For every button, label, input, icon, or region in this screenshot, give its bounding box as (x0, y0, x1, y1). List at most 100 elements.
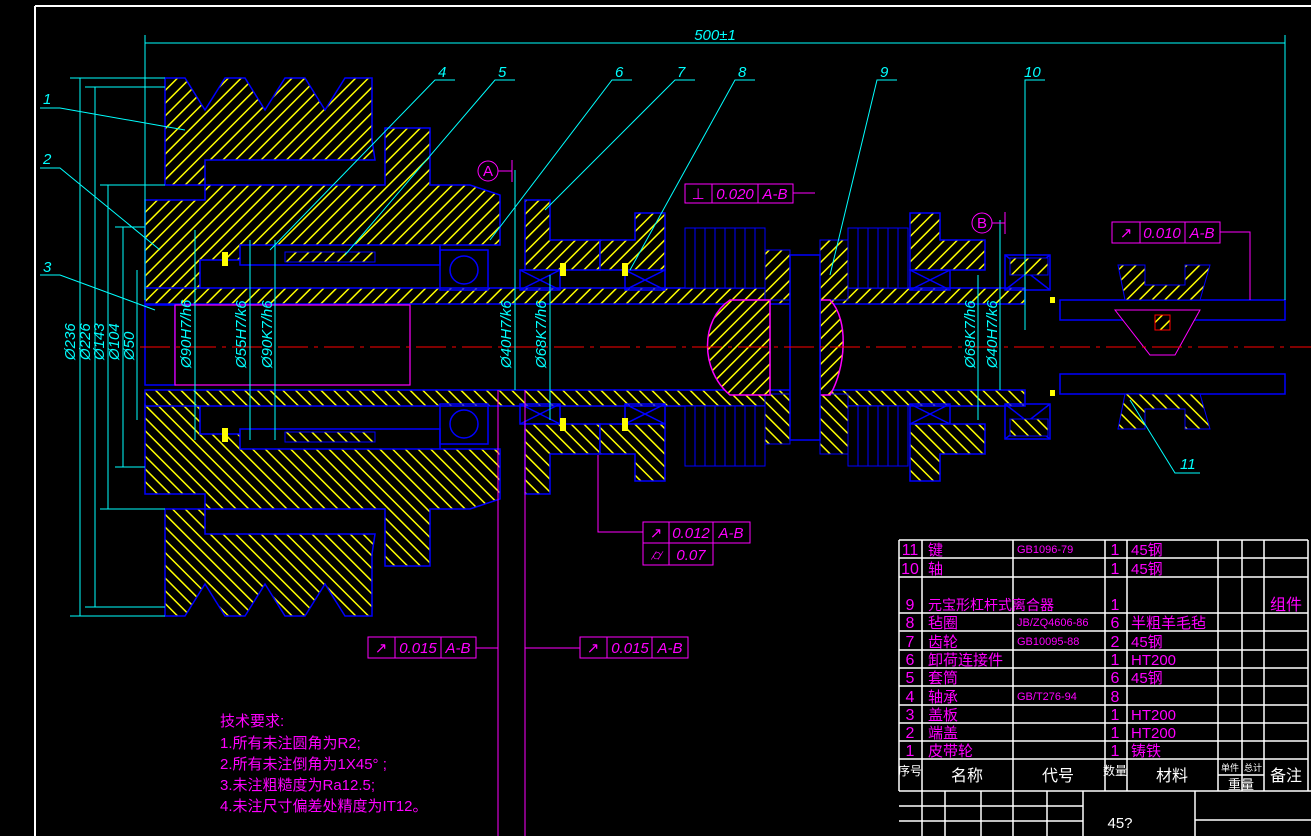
datum-a: A (483, 163, 493, 180)
fit-label: Ø68K7/h6 (533, 300, 550, 369)
assembly-section (140, 77, 1311, 617)
notes-title: 技术要求: (220, 713, 284, 730)
diameter-labels: Ø236 Ø226 Ø143 Ø104 Ø50 Ø90H7/h6 Ø55H7/k… (62, 299, 1001, 369)
tolerance-symbol: ↗ (650, 525, 663, 542)
part-material: HT200 (1131, 652, 1176, 669)
row-number: 6 (906, 652, 915, 669)
technical-requirements: 技术要求: 1.所有未注圆角为R2; 2.所有未注倒角为1X45° ; 3.未注… (220, 713, 428, 815)
part-name: 齿轮 (928, 634, 958, 651)
tolerance-value: 0.015 (611, 640, 649, 657)
tolerance-texts: ⊥ 0.020 A-B ↗ 0.010 A-B ↗ 0.012 A-B ⌭ 0.… (375, 186, 1215, 657)
datum-markers: A B (477, 160, 1006, 234)
part-name: 皮带轮 (928, 743, 973, 760)
part-code: GB10095-88 (1017, 636, 1079, 648)
row-number: 2 (906, 725, 915, 742)
header-total-weight: 总计 (1244, 762, 1262, 773)
part-quantity: 6 (1111, 615, 1120, 632)
tolerance-symbol: ↗ (1120, 225, 1133, 242)
row-number: 3 (906, 707, 915, 724)
fit-label: Ø90K7/h6 (259, 300, 276, 369)
balloon-7: 7 (677, 64, 686, 81)
tolerance-datum: A-B (656, 640, 682, 657)
tolerance-datum: A-B (761, 186, 787, 203)
balloon-2: 2 (42, 151, 52, 168)
title-block-material: 45? (1107, 815, 1132, 832)
tolerance-datum: A-B (717, 525, 743, 542)
balloon-6: 6 (615, 64, 624, 81)
part-quantity: 1 (1111, 725, 1120, 742)
part-quantity: 1 (1111, 743, 1120, 760)
balloon-8: 8 (738, 64, 747, 81)
row-number: 8 (906, 615, 915, 632)
dim-d143: Ø143 (91, 323, 108, 361)
tolerance-symbol: ↗ (587, 640, 600, 657)
datum-b: B (977, 215, 987, 232)
part-material: 45钢 (1131, 542, 1163, 559)
balloon-5: 5 (498, 64, 507, 81)
fit-label: Ø40H7/k6 (984, 300, 1001, 369)
balloon-9: 9 (880, 64, 889, 81)
part-balloons (40, 79, 1200, 474)
row-number: 11 (902, 542, 919, 559)
fit-label: Ø90H7/h6 (178, 299, 195, 369)
row-number: 5 (906, 670, 915, 687)
note-item: 1.所有未注圆角为R2; (220, 735, 361, 752)
fit-label: Ø68K7/h6 (962, 300, 979, 369)
part-name: 盖板 (928, 706, 958, 724)
part-name: 轴承 (928, 689, 958, 706)
part-name: 轴 (928, 561, 943, 578)
balloon-labels: 1 2 3 4 5 6 7 8 9 10 11 (42, 64, 1196, 473)
dim-d236: Ø236 (62, 323, 79, 361)
balloon-11: 11 (1180, 456, 1196, 473)
part-quantity: 1 (1111, 652, 1120, 669)
tolerance-symbol: ↗ (375, 640, 388, 657)
tolerance-symbol: ⌭ (651, 547, 664, 564)
part-material: 45钢 (1131, 634, 1163, 651)
diameter-dimensions (70, 77, 1001, 617)
row-number: 10 (901, 561, 919, 578)
part-remark: 组件 (1270, 596, 1302, 614)
part-material: 半粗羊毛毡 (1131, 615, 1206, 632)
row-number: 7 (906, 634, 915, 651)
header-no: 序号 (898, 763, 922, 778)
overall-length-dimension: 500±1 (144, 27, 1286, 300)
part-code: JB/ZQ4606-86 (1017, 617, 1089, 629)
part-material: 45钢 (1131, 670, 1163, 687)
part-code: GB1096-79 (1017, 544, 1073, 556)
dim-d50: Ø50 (121, 331, 138, 361)
tolerance-symbol: ⊥ (691, 186, 704, 203)
part-quantity: 8 (1111, 689, 1120, 706)
header-weight: 重量 (1228, 777, 1254, 792)
row-number: 4 (906, 689, 915, 706)
header-material: 材料 (1156, 767, 1188, 785)
note-item: 3.未注粗糙度为Ra12.5; (220, 777, 375, 794)
header-unit-weight: 单件 (1221, 762, 1239, 773)
part-name: 元宝形杠杆式离合器 (928, 597, 1054, 613)
drawing-frame (34, 5, 1311, 836)
part-quantity: 1 (1111, 707, 1120, 724)
part-quantity: 2 (1111, 634, 1120, 651)
part-name: 毡圈 (928, 615, 958, 632)
header-remark: 备注 (1270, 767, 1302, 785)
row-number: 9 (906, 597, 915, 614)
tolerance-value: 0.010 (1143, 225, 1181, 242)
part-quantity: 1 (1111, 542, 1120, 559)
balloon-10: 10 (1024, 64, 1041, 81)
header-qty: 数量 (1103, 763, 1127, 778)
note-item: 2.所有未注倒角为1X45° ; (220, 756, 387, 773)
tolerance-value: 0.020 (716, 186, 754, 203)
part-name: 端盖 (928, 725, 958, 742)
fit-label: Ø40H7/k6 (498, 300, 515, 369)
tolerance-value: 0.012 (672, 525, 710, 542)
part-material: 铸铁 (1131, 743, 1161, 760)
dim-d226: Ø226 (77, 323, 94, 361)
balloon-1: 1 (43, 91, 51, 108)
header-name: 名称 (951, 767, 983, 785)
part-quantity: 1 (1111, 597, 1120, 614)
part-name: 卸荷连接件 (928, 652, 1003, 669)
balloon-3: 3 (43, 259, 52, 276)
part-material: HT200 (1131, 707, 1176, 724)
balloon-4: 4 (438, 64, 446, 81)
